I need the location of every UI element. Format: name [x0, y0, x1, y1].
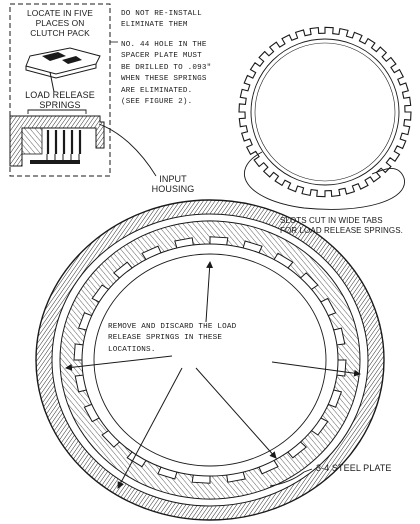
- arrow-top: [205, 261, 214, 323]
- top-plate-outer-gear: [238, 26, 412, 198]
- inset-dashed-border: [9, 3, 111, 177]
- load-release-springs-label: LOAD RELEASE SPRINGS: [25, 90, 95, 110]
- arrow-bottom-right: [195, 367, 277, 459]
- arrow-bottom-left: [117, 367, 183, 489]
- slots-callout-lasso: [243, 151, 405, 210]
- top-plate-inner-ring: [250, 38, 400, 186]
- housing-cross-section: [9, 115, 105, 167]
- remove-discard-label: REMOVE AND DISCARD THE LOAD RELEASE SPRI…: [108, 323, 237, 354]
- top-plate-bore: [254, 42, 396, 182]
- input-housing-leader: [98, 123, 157, 177]
- top-steel-plate: [238, 26, 412, 198]
- inset-box: [9, 3, 111, 177]
- steel-plate-leader: [269, 471, 305, 487]
- inset-title: LOCATE IN FIVE PLACES ON CLUTCH PACK: [27, 8, 93, 38]
- steel-plate-leader-end: [303, 468, 313, 473]
- input-housing-label: INPUT HOUSING: [151, 174, 195, 194]
- spring-location-arrows: [65, 261, 361, 489]
- clutch-assembly: [35, 199, 385, 521]
- steel-plate-bore: [93, 253, 327, 467]
- steel-plate-label: 3-4 STEEL PLATE: [316, 463, 392, 473]
- do-not-reinstall-note: DO NOT RE-INSTALL ELIMINATE THEM: [121, 10, 202, 30]
- spacer-plate-note: NO. 44 HOLE IN THE SPACER PLATE MUST BE …: [121, 41, 212, 107]
- arrow-right: [271, 361, 361, 377]
- arrow-left: [65, 355, 173, 371]
- slots-callout-label: SLOTS CUT IN WIDE TABS FOR LOAD RELEASE …: [280, 216, 403, 235]
- springs-bracket: [27, 109, 87, 114]
- mini-clutch-plate: [25, 47, 101, 93]
- steel-plate-gear-ring: [59, 220, 361, 500]
